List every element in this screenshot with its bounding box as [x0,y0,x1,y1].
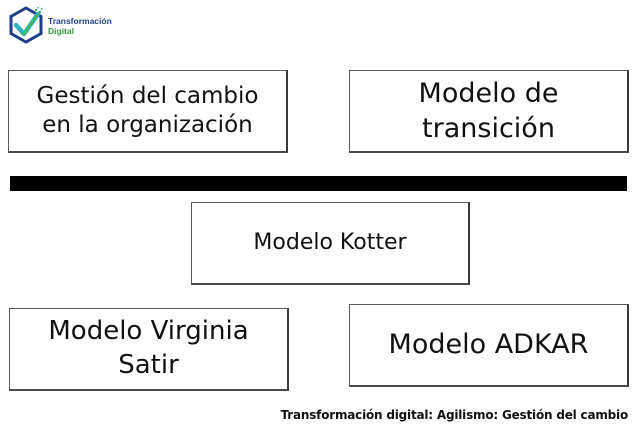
box-label-line: Modelo Virginia [48,316,249,347]
box-label: Gestión del cambio en la organización [37,82,259,140]
check-hexagon-icon [9,6,43,44]
box-label: Modelo Virginia Satir [48,315,248,383]
brand-name: Transformación Digital [48,16,112,36]
box-kotter-model: Modelo Kotter [191,202,470,285]
box-transition-model: Modelo de transición [349,70,629,153]
footer-caption: Transformación digital: Agilismo: Gestió… [280,408,629,422]
box-label-line: Satir [118,350,179,380]
box-label: Modelo Kotter [253,230,407,256]
box-adkar-model: Modelo ADKAR [349,304,629,387]
box-label-line: transición [422,113,555,144]
box-virginia-satir-model: Modelo Virginia Satir [9,308,289,391]
brand-name-line1: Transformación [48,16,112,26]
box-label-line: Gestión del cambio [36,83,259,110]
box-label-line: Modelo de [418,77,559,109]
box-label-line: en la organización [42,112,253,138]
box-label: Modelo ADKAR [388,329,589,361]
separator-bar [10,176,627,191]
brand-name-line2: Digital [48,26,74,36]
box-change-management: Gestión del cambio en la organización [8,70,288,153]
box-label: Modelo de transición [419,76,559,146]
brand-logo: Transformación Digital [8,6,112,44]
